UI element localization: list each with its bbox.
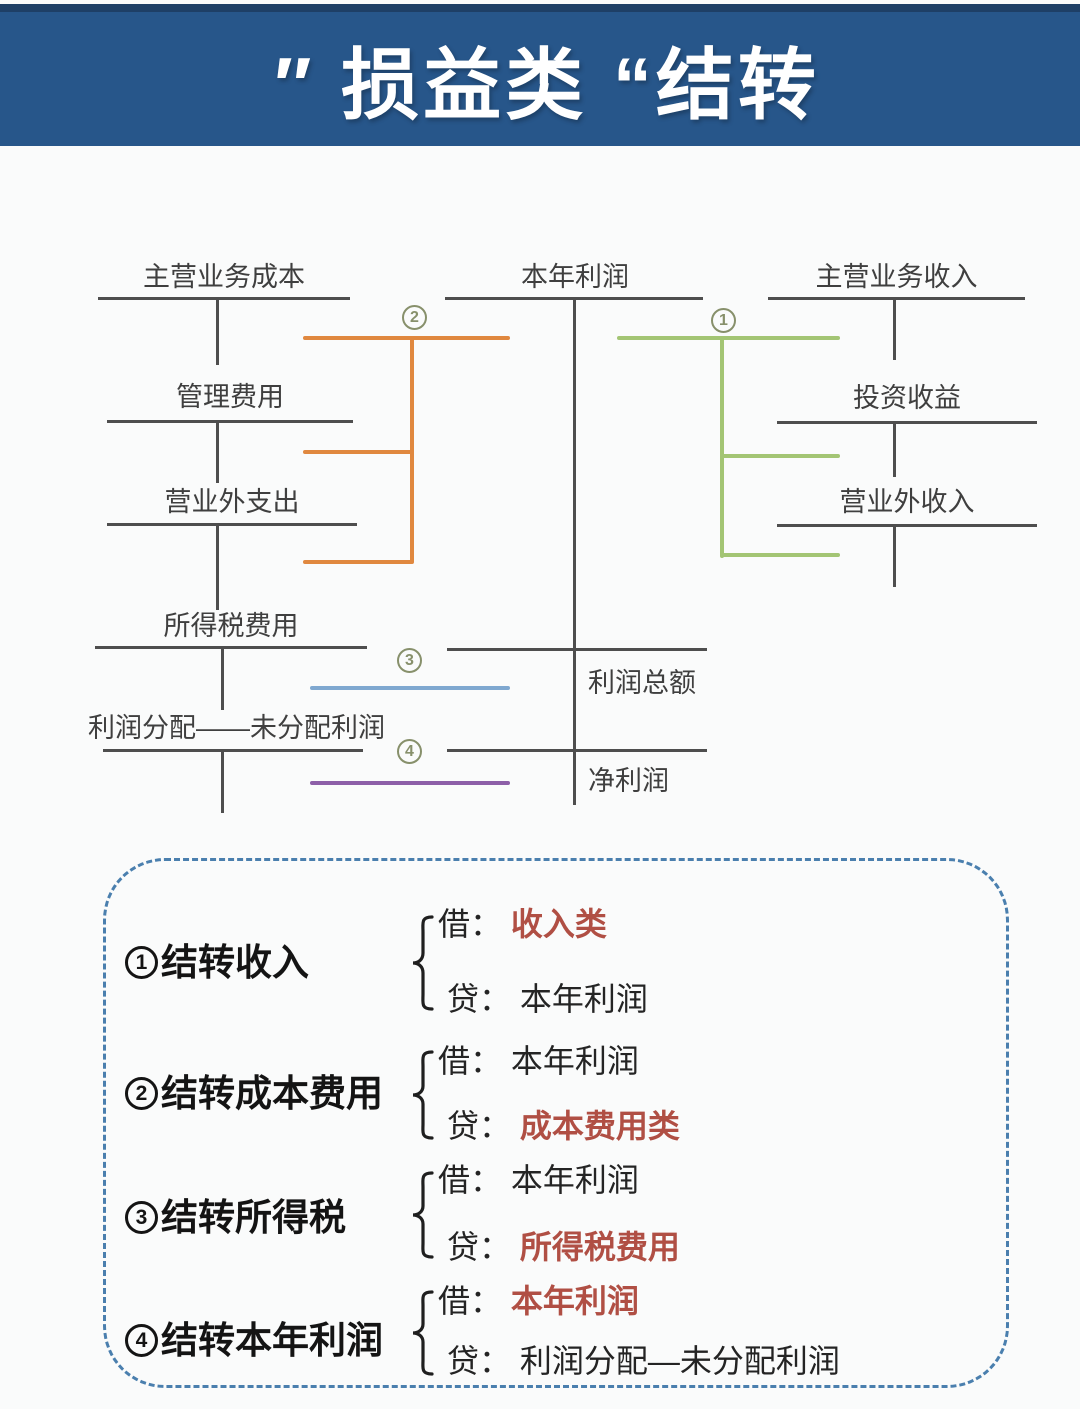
row-line-net-profit [447,749,707,752]
entry-4-debit: 借： 本年利润 [438,1283,639,1319]
account-line [768,297,1025,300]
page-title: ″ 损益类 “结转 [274,41,820,129]
entry-1-brace [412,915,434,1011]
account-label-main-business-income: 主营业务收入 [815,262,978,292]
account-label-nonoperating-expense: 营业外支出 [164,487,300,517]
account-stem [221,749,224,813]
step-marker-4: 4 [397,739,422,764]
account-stem [216,523,219,610]
account-line [95,646,367,649]
cost-transfer-line [303,450,413,454]
account-stem [893,524,896,587]
account-line [107,420,353,423]
account-stem [893,421,896,477]
title-banner: ″ 损益类 “结转 [0,4,1080,146]
account-label-current-year-profit: 本年利润 [521,262,629,292]
account-line [777,421,1037,424]
account-line [103,749,363,752]
income-transfer-line [617,336,840,340]
entry-3-brace [412,1171,434,1259]
row-line-total-profit [447,648,707,651]
income-transfer-line [720,336,724,558]
entry-3-debit: 借： 本年利润 [438,1162,639,1198]
account-stem [893,297,896,360]
account-label-investment-income: 投资收益 [853,383,961,413]
result-label-total-profit: 利润总额 [588,668,696,698]
account-line [98,297,350,300]
cost-transfer-line [303,560,413,564]
entry-3-number: 3 [125,1201,158,1234]
income-transfer-line [720,454,840,458]
account-stem [216,297,219,365]
step-marker-1: 1 [711,308,736,333]
account-label-nonoperating-income: 营业外收入 [839,487,975,517]
entry-2-credit: 贷： 成本费用类 [447,1108,680,1144]
entry-4-brace [412,1290,434,1376]
entry-4-credit: 贷： 利润分配—未分配利润 [447,1343,840,1379]
entry-1-number: 1 [125,946,158,979]
account-line [777,524,1037,527]
entry-1-debit: 借： 收入类 [438,906,607,942]
cost-transfer-line [303,336,510,340]
account-label-income-tax-expense: 所得税费用 [163,611,299,641]
entry-2-number: 2 [125,1077,158,1110]
account-label-profit-distribution: 利润分配——未分配利润 [88,713,385,743]
result-label-net-profit: 净利润 [588,766,669,796]
entry-4-number: 4 [125,1324,158,1357]
entry-1-credit: 贷： 本年利润 [447,981,648,1017]
account-label-admin-expense: 管理费用 [176,382,284,412]
step-marker-3: 3 [397,648,422,673]
profit-transfer-line [310,781,510,785]
income-transfer-line [720,553,840,557]
account-stem [221,646,224,710]
account-label-main-business-cost: 主营业务成本 [143,262,305,292]
account-line [107,523,357,526]
account-stem [573,297,576,805]
account-stem [216,420,219,483]
income-tax-transfer-line [310,686,510,690]
step-marker-2: 2 [402,305,427,330]
entry-2-debit: 借： 本年利润 [438,1043,639,1079]
entry-2-brace [412,1050,434,1140]
entry-3-credit: 贷： 所得税费用 [447,1229,680,1265]
journal-entries-box [103,858,1009,1388]
